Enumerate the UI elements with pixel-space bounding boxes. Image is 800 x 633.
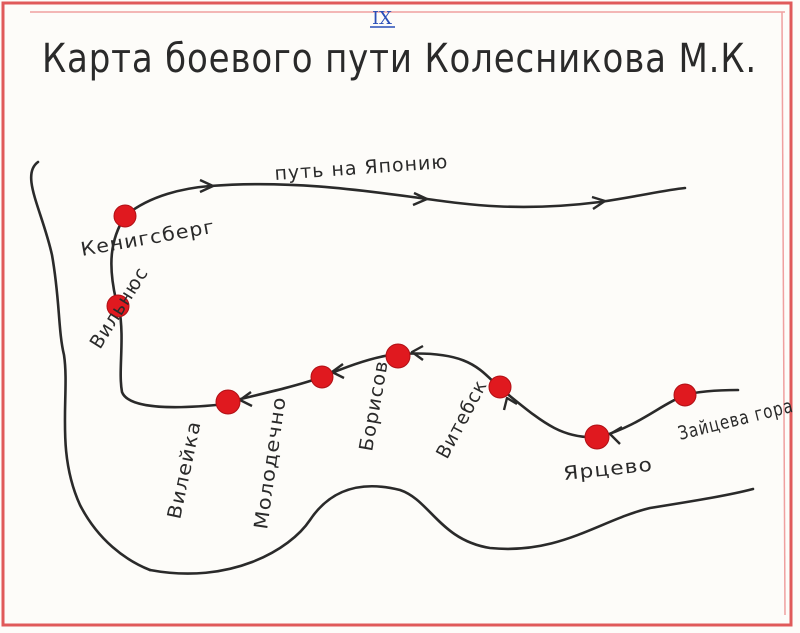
city-label-yartsevo: Ярцево [562,454,654,485]
map-title: Карта боевого пути Колесникова М.К. [42,36,757,82]
city-marker-yartsevo[interactable] [584,424,610,450]
city-marker-kenigsberg[interactable] [113,204,137,228]
arrow-vitebsk-borisov [410,344,424,361]
arrow-yartsevo-vitebsk [502,396,518,411]
city-label-zaytseva-gora: Зайцева гора [676,395,796,445]
arrow-japan-1 [199,178,215,194]
border-line-south [148,484,755,575]
arrow-japan-2 [412,191,429,207]
coastline-left [29,160,152,572]
city-label-borisov: Борисов [355,358,393,452]
route-vilnius-vileyka [117,305,228,409]
city-label-vitebsk: Витебск [432,376,492,462]
city-label-vileyka: Вилейка [163,419,205,521]
city-marker-molodechno[interactable] [310,365,334,389]
city-marker-borisov[interactable] [385,343,411,369]
arrow-zaytseva-yartsevo [608,425,623,445]
sheet-number: IX [372,8,392,29]
route-label: путь на Японию [274,151,449,185]
city-marker-vitebsk[interactable] [488,375,512,399]
frame-border [1,1,793,627]
city-label-vilnius: Вильнюс [86,263,153,353]
arrow-japan-3 [591,195,607,210]
city-markers [106,204,697,450]
city-label-kenigsberg: Кенигсберг [79,216,217,261]
city-marker-vilnius[interactable] [106,294,130,318]
city-marker-vileyka[interactable] [215,389,241,415]
route-to-japan [123,182,687,218]
frame-border-inner-right [781,11,786,616]
city-marker-zaytseva-gora[interactable] [673,383,697,407]
city-label-molodechno: Молодечно [250,395,290,531]
